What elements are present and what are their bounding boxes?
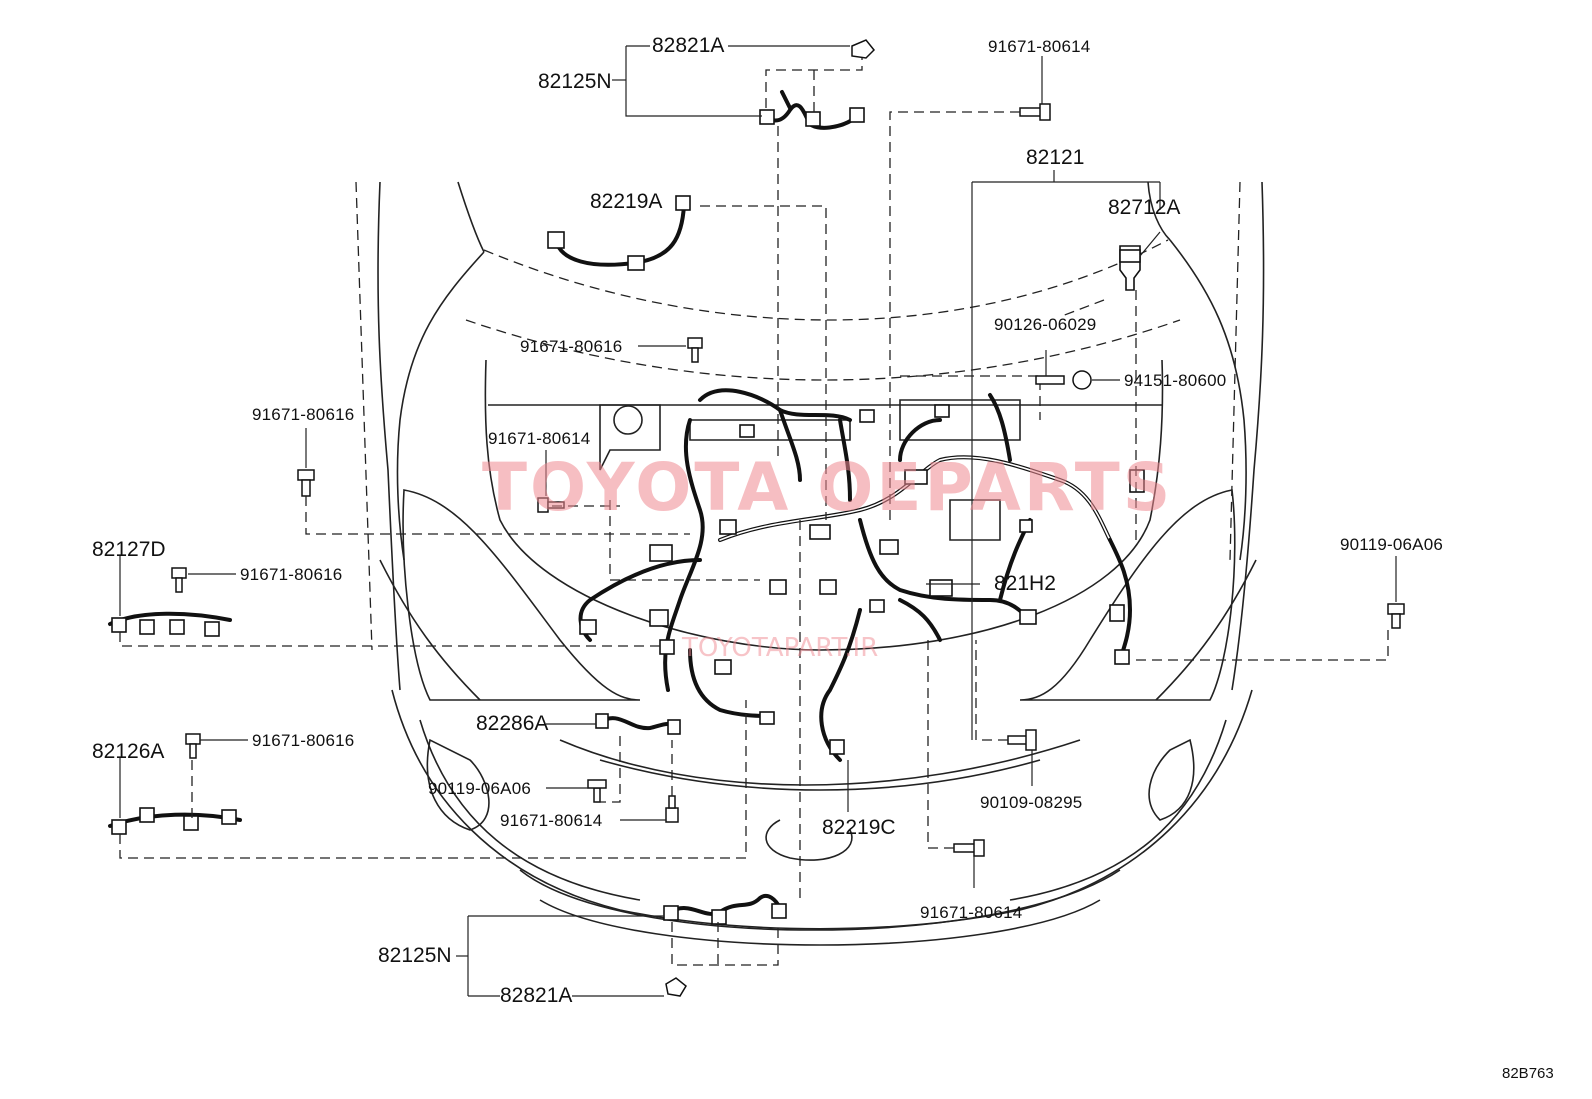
label-90109-08295: 90109-08295 xyxy=(980,793,1082,812)
bolt-91671-80614-bottomright xyxy=(953,839,985,857)
label-90119-06A06-low: 90119-06A06 xyxy=(428,779,531,798)
bolt-91671-80616-c xyxy=(185,733,201,759)
label-91671-80614-top: 91671-80614 xyxy=(988,37,1090,56)
bolt-91671-80616-left xyxy=(297,469,315,497)
nut-94151-80600 xyxy=(1072,370,1092,390)
label-82127D: 82127D xyxy=(92,538,166,561)
bolt-90119-06A06-low xyxy=(587,779,607,803)
label-91671-80616-b: 91671-80616 xyxy=(240,565,342,584)
bolt-90109-08295 xyxy=(1007,729,1037,751)
label-90119-06A06-right: 90119-06A06 xyxy=(1340,535,1443,554)
engine-bay-components xyxy=(599,375,1041,581)
label-821H2: 821H2 xyxy=(994,572,1056,595)
harness-82126A xyxy=(108,807,242,835)
label-82821A-top: 82821A xyxy=(652,34,724,57)
label-82286A: 82286A xyxy=(476,712,548,735)
label-90126-06029: 90126-06029 xyxy=(994,315,1096,334)
clip-82821A-top xyxy=(851,39,876,59)
label-82125N-top: 82125N xyxy=(538,70,612,93)
bolt-90119-06A06-right xyxy=(1387,603,1405,629)
harness-82219A xyxy=(547,195,691,271)
label-82219A: 82219A xyxy=(590,190,662,213)
label-82219C: 82219C xyxy=(822,816,896,839)
watermark-text: TOYOTA OEPARTS xyxy=(482,449,1173,526)
figure-code: 82B763 xyxy=(1502,1065,1554,1082)
label-91671-80616-c: 91671-80616 xyxy=(252,731,354,750)
label-94151-80600: 94151-80600 xyxy=(1124,371,1226,390)
clip-82821A-bottom xyxy=(665,977,687,997)
watermark: TOYOTA OEPARTS TOYOTAPART.IR xyxy=(482,449,1173,663)
label-82125N-bottom: 82125N xyxy=(378,944,452,967)
bolt-91671-80616-b xyxy=(171,567,187,593)
reference-dashed-lines xyxy=(119,111,1389,966)
sensor-82712A xyxy=(1119,245,1141,291)
bolt-90126-06029 xyxy=(1035,375,1065,385)
part-labels: 82821A 82125N 91671-80614 82121 82712A 8… xyxy=(92,34,1443,1007)
label-82121: 82121 xyxy=(1026,146,1084,169)
bolt-91671-80614-mid xyxy=(537,497,565,513)
label-82821A-bottom: 82821A xyxy=(500,984,572,1007)
label-91671-80616-left: 91671-80616 xyxy=(252,405,354,424)
harness-82125N-bottom xyxy=(663,893,787,925)
label-82126A: 82126A xyxy=(92,740,164,763)
label-82712A: 82712A xyxy=(1108,196,1180,219)
label-91671-80614-bottomright: 91671-80614 xyxy=(920,903,1022,922)
harness-82286A xyxy=(595,713,681,735)
label-91671-80614-low: 91671-80614 xyxy=(500,811,602,830)
main-engine-harness xyxy=(578,388,1145,762)
label-91671-80614-mid: 91671-80614 xyxy=(488,429,590,448)
bolt-91671-80614-low xyxy=(665,795,679,823)
vehicle-body-outline xyxy=(355,181,1265,946)
fasteners xyxy=(171,39,1405,997)
watermark-site: TOYOTAPART.IR xyxy=(681,633,878,663)
harness-82127D xyxy=(108,611,232,637)
label-91671-80616-a: 91671-80616 xyxy=(520,337,622,356)
bolt-91671-80614-top xyxy=(1019,103,1051,121)
leader-lines xyxy=(119,45,1397,997)
bolt-91671-80616-a xyxy=(687,337,703,363)
harness-82125N-top xyxy=(759,56,865,130)
